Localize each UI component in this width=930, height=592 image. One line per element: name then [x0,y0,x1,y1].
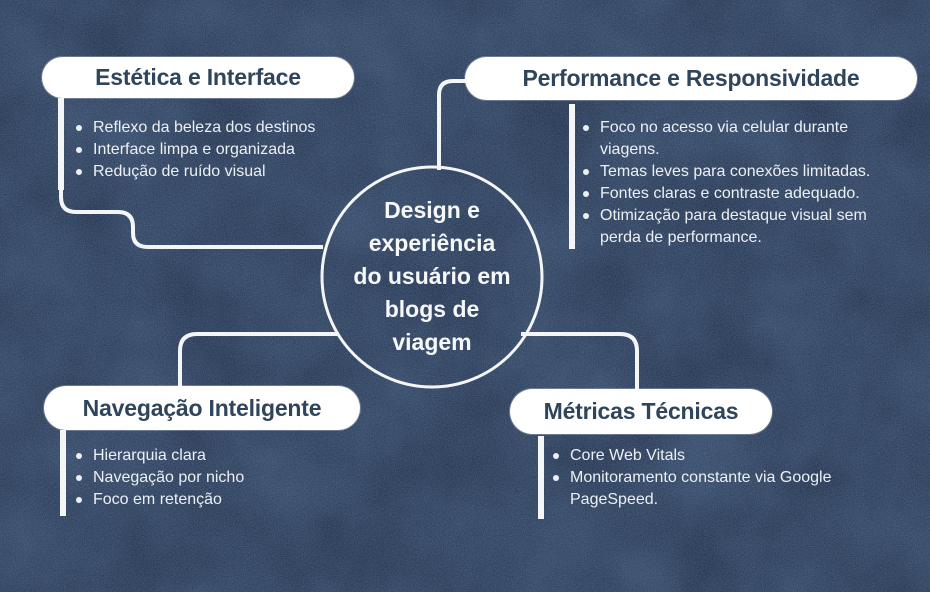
connector-performance-to-center [437,79,467,170]
list-item: Fontes claras e contraste adequado. [578,183,880,205]
branch-list-metricas: Core Web Vitals Monitoramento constante … [548,445,860,511]
branch-title: Estética e Interface [95,64,301,90]
list-item: Temas leves para conexões limitadas. [578,161,880,183]
center-topic-line: viagem [392,329,472,355]
center-topic-text: Design e experiência do usuário em blogs… [322,194,542,359]
branch-pill-metricas: Métricas Técnicas [510,389,772,434]
branch-title: Navegação Inteligente [82,394,322,421]
branch-list-estetica: Reflexo da beleza dos destinos Interface… [71,117,351,183]
list-item: Core Web Vitals [548,445,860,467]
branch-title: Métricas Técnicas [543,398,739,424]
branch-pill-navegacao: Navegação Inteligente [44,386,360,430]
list-item: Foco no acesso via celular durante viage… [578,117,880,161]
list-item: Navegação por nicho [71,467,351,489]
list-item: Foco em retenção [71,489,351,511]
center-topic-line: blogs de [384,296,480,322]
branch-list-navegacao: Hierarquia clara Navegação por nicho Foc… [71,445,351,511]
center-topic-line: do usuário em [353,263,511,289]
branch-pill-estetica: Estética e Interface [42,57,354,98]
list-item: Redução de ruído visual [71,161,351,183]
branch-list-performance: Foco no acesso via celular durante viage… [578,117,880,249]
center-topic-line: experiência [368,230,496,256]
connector-navegacao-to-center [178,332,339,387]
center-topic-line: Design e [384,197,480,223]
connector-estetica-to-center [59,186,323,249]
list-item: Reflexo da beleza dos destinos [71,117,351,139]
list-item: Interface limpa e organizada [71,139,351,161]
list-item: Otimização para destaque visual sem perd… [578,205,880,249]
branch-title: Performance e Responsividade [522,65,860,91]
list-item: Hierarquia clara [71,445,351,467]
branch-pill-performance: Performance e Responsividade [465,57,917,100]
list-item: Monitoramento constante via Google PageS… [548,467,860,511]
